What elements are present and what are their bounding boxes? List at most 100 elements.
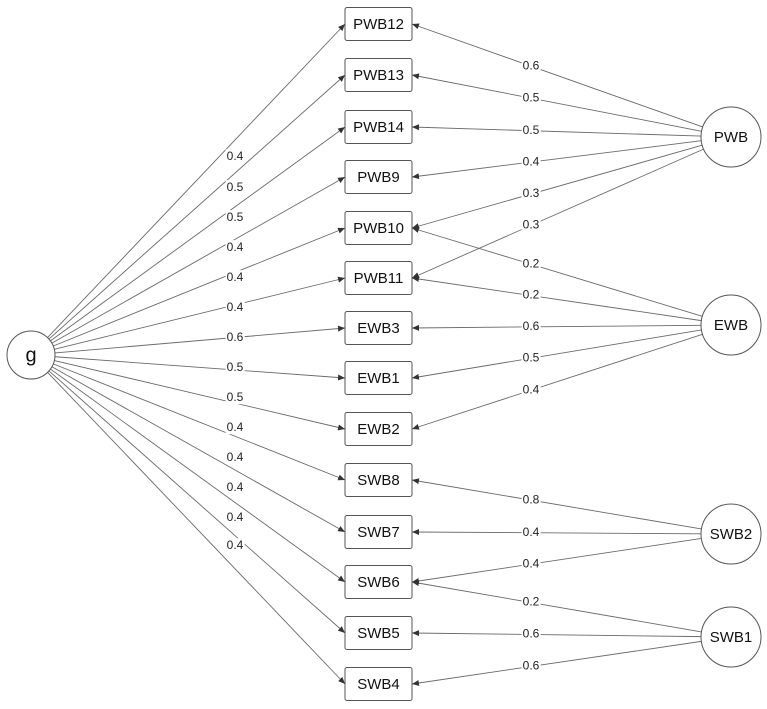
label-SWB2-SWB7-bg (521, 524, 541, 539)
factor-circle (700, 294, 762, 356)
edge-g-EWB3 (54, 325, 346, 354)
indicator-PWB9: PWB9 (344, 160, 413, 194)
indicator-label: SWB7 (357, 524, 400, 541)
label-SWB2-SWB7: 0.4 (523, 525, 540, 539)
label-PWB-PWB14-bg (521, 122, 541, 137)
edge-g-PWB12 (47, 23, 346, 338)
label-PWB-PWB11: 0.3 (523, 218, 540, 232)
label-g-SWB7: 0.4 (227, 450, 244, 464)
edge-SWB1-SWB4 (411, 640, 702, 686)
label-SWB2-SWB8: 0.8 (523, 492, 540, 506)
indicator-PWB11: PWB11 (344, 261, 413, 295)
label-g-PWB9: 0.4 (227, 240, 244, 254)
label-g-SWB6: 0.4 (227, 480, 244, 494)
label-PWB-PWB13-bg (521, 90, 541, 105)
indicator-label: SWB5 (357, 625, 400, 642)
label-SWB2-SWB6: 0.4 (523, 556, 540, 570)
label-SWB1-SWB5-bg (521, 626, 541, 641)
edge-g-SWB5 (48, 370, 346, 634)
edge-labels-layer: 0.40.50.50.40.40.40.60.50.50.40.40.40.40… (225, 58, 541, 673)
label-g-PWB10: 0.4 (227, 270, 244, 284)
label-g-EWB1: 0.5 (227, 360, 244, 374)
factor-g: g (6, 330, 56, 380)
factor-label: SWB1 (710, 629, 753, 646)
edges-layer (47, 23, 704, 686)
edge-EWB-EWB2 (411, 333, 703, 430)
label-g-EWB3-bg (225, 330, 245, 345)
edge-g-SWB4 (47, 372, 346, 685)
factor-SWB1: SWB1 (700, 606, 762, 668)
factor-label: PWB (714, 129, 748, 146)
label-g-PWB14-bg (225, 210, 245, 225)
indicator-label: PWB10 (353, 220, 404, 237)
label-EWB-EWB3-bg (521, 319, 541, 334)
label-g-PWB13: 0.5 (227, 180, 244, 194)
edge-SWB2-SWB8 (411, 478, 702, 530)
label-g-PWB12: 0.4 (227, 149, 244, 163)
edge-g-PWB10 (53, 227, 346, 347)
indicator-label: EWB3 (357, 320, 400, 337)
factor-circle (700, 106, 762, 168)
indicator-label: PWB11 (354, 270, 404, 287)
factor-PWB: PWB (700, 106, 762, 168)
indicator-EWB2: EWB2 (344, 412, 413, 446)
indicator-box (344, 412, 413, 446)
label-EWB-EWB1: 0.5 (523, 350, 540, 364)
label-g-EWB3: 0.6 (227, 330, 244, 344)
label-EWB-EWB2: 0.4 (523, 382, 540, 396)
indicator-EWB3: EWB3 (344, 311, 413, 345)
edge-SWB1-SWB6 (411, 580, 702, 633)
indicator-box (344, 110, 413, 144)
edge-EWB-EWB1 (411, 329, 702, 380)
label-EWB-PWB10: 0.2 (523, 256, 540, 270)
edge-EWB-PWB11 (411, 276, 702, 322)
indicator-PWB10: PWB10 (344, 211, 413, 245)
label-EWB-EWB1-bg (521, 350, 541, 365)
edge-g-SWB6 (50, 368, 346, 583)
label-PWB-PWB12: 0.6 (523, 58, 540, 72)
indicator-box (344, 565, 413, 599)
label-g-SWB8-bg (225, 420, 245, 435)
factor-label: SWB2 (710, 526, 753, 543)
indicator-label: EWB2 (357, 421, 400, 438)
indicator-label: PWB9 (357, 169, 400, 186)
label-g-SWB6-bg (225, 480, 245, 495)
label-EWB-PWB11-bg (521, 287, 541, 302)
label-PWB-PWB10-bg (521, 186, 541, 201)
edge-g-EWB2 (54, 360, 346, 431)
indicator-SWB7: SWB7 (344, 515, 413, 549)
label-g-SWB4-bg (225, 538, 245, 553)
edge-PWB-PWB13 (411, 73, 702, 132)
label-SWB1-SWB4-bg (521, 658, 541, 673)
edge-g-SWB7 (51, 366, 346, 533)
indicator-PWB14: PWB14 (344, 110, 413, 144)
label-g-PWB11: 0.4 (227, 300, 244, 314)
label-g-SWB5-bg (225, 510, 245, 525)
edge-PWB-PWB12 (411, 23, 703, 128)
edge-g-PWB13 (48, 74, 346, 340)
indicator-box (344, 667, 413, 701)
edge-SWB1-SWB5 (411, 630, 702, 638)
indicator-label: PWB13 (353, 67, 404, 84)
indicator-box (344, 261, 413, 295)
indicator-label: SWB6 (357, 574, 400, 591)
indicator-box (344, 515, 413, 549)
indicator-box (344, 616, 413, 650)
factor-circle (6, 330, 56, 380)
indicator-SWB5: SWB5 (344, 616, 413, 650)
edge-g-SWB8 (53, 363, 346, 481)
indicator-EWB1: EWB1 (344, 361, 413, 395)
indicator-label: SWB4 (357, 676, 400, 693)
edge-EWB-EWB3 (411, 324, 702, 331)
indicator-SWB8: SWB8 (344, 463, 413, 497)
label-PWB-PWB9-bg (521, 154, 541, 169)
factor-label: EWB (714, 317, 748, 334)
indicator-PWB13: PWB13 (344, 58, 413, 92)
label-EWB-PWB10-bg (521, 256, 541, 271)
edge-SWB2-SWB6 (411, 538, 702, 584)
label-g-SWB7-bg (225, 450, 245, 465)
label-SWB1-SWB6-bg (521, 594, 541, 609)
nodes-layer: PWB12PWB13PWB14PWB9PWB10PWB11EWB3EWB1EWB… (6, 7, 762, 701)
indicator-box (344, 211, 413, 245)
